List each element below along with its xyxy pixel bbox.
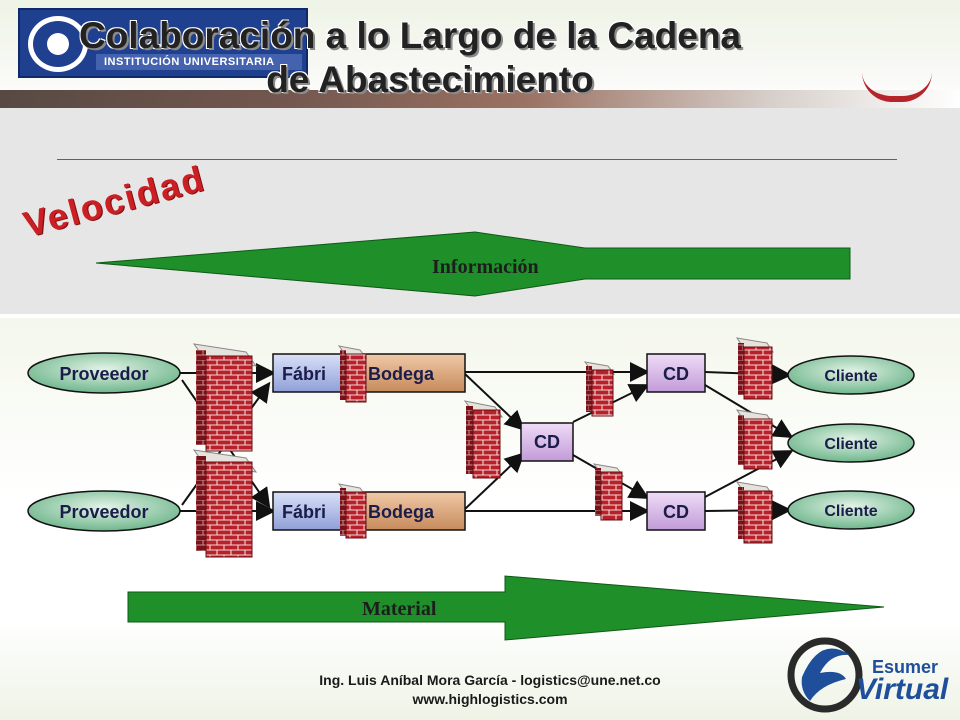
brick-wall-8	[735, 337, 775, 400]
brick-wall-5	[463, 400, 504, 479]
proveedor-oval-2	[27, 490, 181, 532]
cd-label-top: CD	[663, 364, 689, 384]
proveedor-label-1: Proveedor	[59, 364, 148, 384]
bodega-box-2	[359, 491, 466, 531]
proveedor-oval-1	[27, 352, 181, 394]
bodega-label-1: Bodega	[368, 364, 435, 384]
fabrica-label-1: Fábri	[282, 364, 326, 384]
cd-label-bottom: CD	[663, 502, 689, 522]
connector-bodega1-cdcenter	[464, 373, 525, 431]
esumer-logo-line2: Virtual	[856, 673, 949, 706]
brick-wall-7	[592, 463, 625, 521]
informacion-arrow-label: Información	[432, 256, 539, 278]
proveedor-label-2: Proveedor	[59, 502, 148, 522]
cliente-label-2: Cliente	[824, 436, 877, 453]
connector-bodega2-cdcenter	[464, 452, 525, 510]
cliente-oval-3	[787, 490, 915, 530]
footer-author: Ing. Luis Aníbal Mora García - logistics…	[319, 672, 661, 688]
footer-website: www.highlogistics.com	[412, 691, 568, 707]
material-arrow	[127, 575, 885, 641]
bodega-box-1	[359, 353, 466, 393]
bodega-label-2: Bodega	[368, 502, 435, 522]
cd-label-center: CD	[534, 432, 560, 452]
cliente-label-3: Cliente	[824, 503, 877, 520]
brick-wall-9	[735, 409, 775, 470]
connector-cdtop-cliente2	[704, 384, 794, 439]
red-swoosh-icon	[862, 72, 932, 102]
connector-cdbottom-cliente2	[704, 450, 794, 498]
title-line-2: de Abastecimiento	[266, 59, 594, 100]
institution-label: INSTITUCIÓN UNIVERSITARIA	[96, 54, 302, 70]
institution-logo: INSTITUCIÓN UNIVERSITARIA	[18, 8, 308, 78]
cliente-oval-1	[787, 355, 915, 395]
brick-wall-2	[192, 449, 258, 558]
esumer-e-icon	[787, 637, 863, 713]
cd-box-top	[646, 353, 706, 393]
brick-wall-4	[337, 483, 368, 539]
institution-emblem-icon	[28, 16, 88, 72]
divider-line	[57, 159, 897, 160]
fabrica-label-2: Fábri	[282, 502, 326, 522]
informacion-arrow	[95, 231, 851, 297]
fabrica-box-2	[272, 491, 346, 531]
material-arrow-label: Material	[362, 598, 437, 620]
page-title: Colaboración a lo Largo de la Cadena de …	[0, 14, 820, 102]
header-dark-strip	[0, 90, 960, 108]
cliente-oval-2	[787, 423, 915, 463]
footer-credits: Ing. Luis Aníbal Mora García - logistics…	[240, 671, 740, 709]
brick-wall-10	[735, 481, 775, 544]
esumer-logo-line1: Esumer	[872, 657, 939, 677]
brick-wall-6	[583, 361, 616, 417]
title-line-1: Colaboración a lo Largo de la Cadena	[78, 15, 742, 56]
brick-wall-1	[192, 343, 258, 452]
cd-box-center	[520, 422, 574, 462]
cd-box-bottom	[646, 491, 706, 531]
cliente-label-1: Cliente	[824, 368, 877, 385]
esumer-virtual-logo: Esumer Virtual	[780, 625, 950, 715]
brick-wall-3	[337, 345, 368, 403]
